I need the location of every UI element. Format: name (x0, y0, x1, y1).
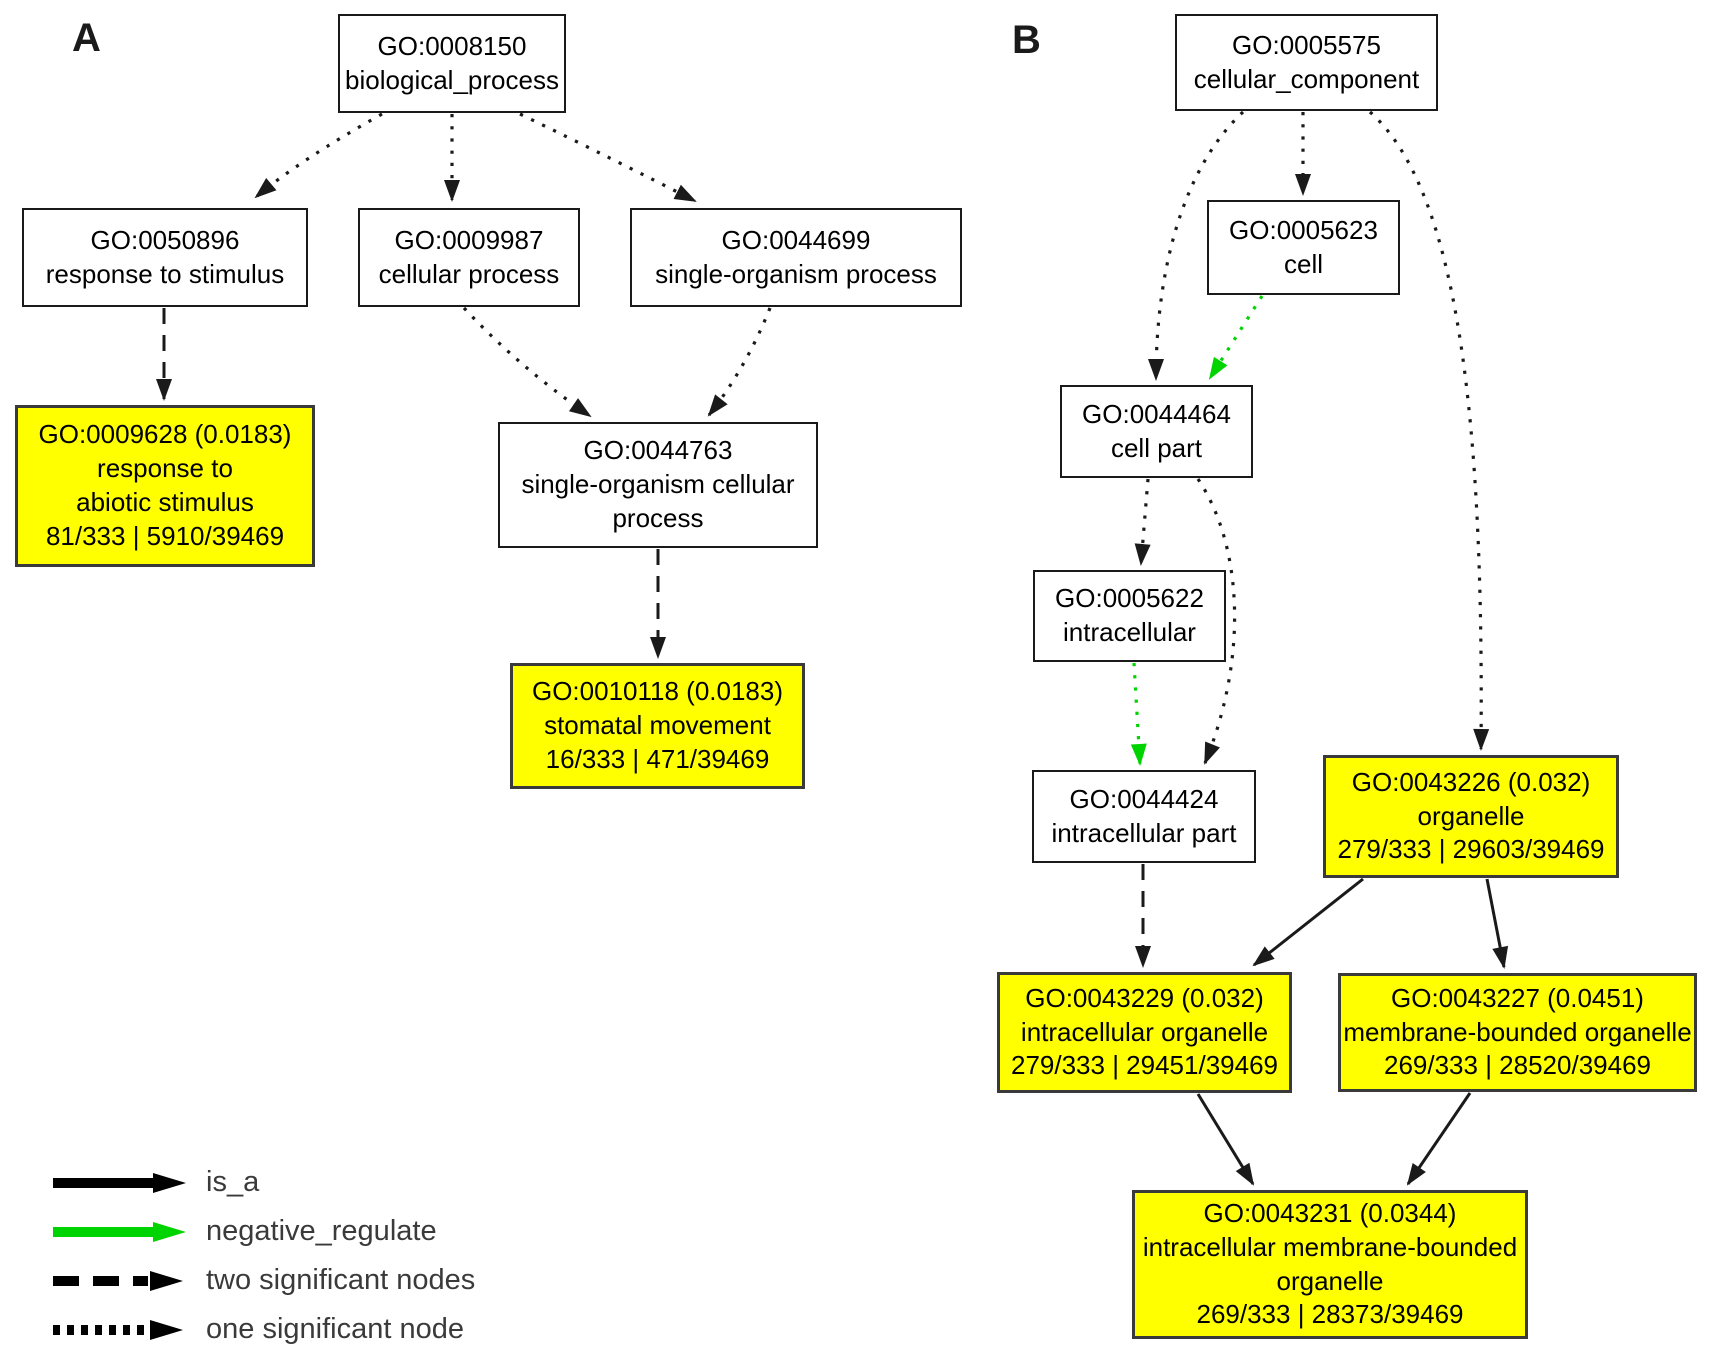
node-go-id: GO:0005575 (1232, 29, 1381, 60)
node-go-id: GO:0008150 (377, 30, 527, 61)
edge-organelle-to-intracellular-organelle (1252, 877, 1364, 967)
node-go-id: GO:0044424 (1069, 783, 1219, 814)
node-go-0043229: GO:0043229 (0.032) intracellular organel… (997, 972, 1292, 1093)
node-stats: 269/333 | 28373/39469 (1196, 1299, 1464, 1330)
node-go-0005575: GO:0005575 cellular_component (1175, 14, 1438, 111)
node-go-id: GO:0005622 (1055, 583, 1204, 614)
node-term-name: membrane-bounded organelle (1343, 1016, 1692, 1047)
node-go-0044763: GO:0044763 single-organism cellular proc… (498, 422, 818, 548)
node-stats: 279/333 | 29603/39469 (1337, 834, 1605, 865)
node-term-name: cell part (1110, 432, 1203, 463)
legend-label: two significant nodes (206, 1264, 476, 1296)
node-stats: 16/333 | 471/39469 (545, 743, 770, 774)
node-go-id: GO:0044763 (583, 435, 733, 466)
node-go-id: GO:0043229 (0.032) (1025, 982, 1264, 1013)
node-term-name: response to abiotic stimulus (76, 453, 254, 517)
legend-label: negative_regulate (206, 1215, 437, 1247)
node-go-0043231: GO:0043231 (0.0344) intracellular membra… (1132, 1190, 1528, 1339)
node-go-0009987: GO:0009987 cellular process (358, 208, 580, 307)
node-go-0005623: GO:0005623 cell (1207, 200, 1400, 295)
node-term-name: response to stimulus (45, 258, 285, 289)
node-go-id: GO:0050896 (90, 224, 240, 255)
node-stats: 269/333 | 28520/39469 (1383, 1050, 1651, 1081)
edge-single-organism-process-to-single-organism-cellular-process (707, 307, 772, 417)
edge-membrane-bounded-organelle-to-intracellular-membrane-bounded-organelle (1406, 1092, 1472, 1186)
node-term-name: biological_process (345, 64, 559, 95)
edge-cellular-component-to-organelle (1368, 110, 1490, 751)
node-go-id: GO:0005623 (1229, 214, 1378, 245)
panel-a-label: A (72, 16, 101, 60)
node-term-name: stomatal movement (544, 710, 771, 741)
node-term-name: cellular process (378, 258, 560, 289)
edge-cellular-component-to-cell-part (1148, 110, 1245, 381)
node-term-name: intracellular (1063, 617, 1196, 647)
node-go-0043226: GO:0043226 (0.032) organelle 279/333 | 2… (1323, 755, 1619, 878)
node-term-name: cell (1283, 248, 1323, 279)
edge-organelle-to-membrane-bounded-organelle (1485, 878, 1509, 969)
node-go-id: GO:0043226 (0.032) (1351, 766, 1591, 797)
node-go-0044424: GO:0044424 intracellular part (1032, 770, 1256, 863)
panel-b-label: B (1012, 18, 1041, 62)
node-go-0008150: GO:0008150 biological_process (338, 14, 566, 113)
node-go-id: GO:0009987 (394, 224, 544, 255)
solid-arrow-icon (53, 1172, 186, 1193)
node-go-id: GO:0044699 (721, 224, 871, 255)
node-stats: 81/333 | 5910/39469 (45, 520, 285, 551)
node-go-id: GO:0043231 (0.0344) (1203, 1197, 1457, 1228)
green-arrow-icon (53, 1221, 186, 1242)
node-go-id: GO:0009628 (0.0183) (38, 419, 292, 450)
node-term-name: intracellular part (1051, 817, 1237, 848)
legend-item-two-significant-nodes: two significant nodes (50, 1256, 475, 1305)
edge-biological-process-to-response-to-stimulus (254, 112, 383, 199)
node-go-0009628: GO:0009628 (0.0183) response to abiotic … (15, 405, 315, 567)
node-go-id: GO:0044464 (1082, 398, 1231, 429)
node-term-name: single-organism cellular process (521, 469, 795, 533)
node-go-0010118: GO:0010118 (0.0183) stomatal movement 16… (510, 663, 805, 789)
legend-item-negative-regulate: negative_regulate (50, 1207, 475, 1256)
node-term-name: organelle (1417, 800, 1525, 831)
legend-label: is_a (206, 1166, 260, 1198)
dashed-arrow-icon (53, 1270, 183, 1291)
node-term-name: single-organism process (655, 258, 937, 289)
legend: is_a negative_regulate two significant n… (50, 1158, 475, 1354)
node-go-0043227: GO:0043227 (0.0451) membrane-bounded org… (1338, 973, 1697, 1092)
node-go-0044464: GO:0044464 cell part (1060, 385, 1253, 478)
edge-cell-part-to-intracellular (1134, 478, 1151, 566)
legend-item-one-significant-node: one significant node (50, 1305, 475, 1354)
edge-cell-part-to-intracellular-part (1196, 478, 1237, 765)
edge-biological-process-to-single-organism-process (519, 112, 697, 203)
node-go-id: GO:0010118 (0.0183) (531, 676, 784, 707)
legend-item-is-a: is_a (50, 1158, 475, 1207)
node-term-name: cellular_component (1193, 63, 1420, 94)
edge-cell-to-cell-part-negative-regulate (1208, 295, 1264, 380)
node-go-id: GO:0043227 (0.0451) (1391, 982, 1644, 1013)
node-term-name: intracellular membrane-bounded organelle (1142, 1231, 1518, 1296)
legend-label: one significant node (206, 1313, 464, 1345)
node-term-name: intracellular organelle (1020, 1016, 1269, 1047)
node-go-0050896: GO:0050896 response to stimulus (22, 208, 308, 307)
edge-intracellular-organelle-to-intracellular-membrane-bounded-organelle (1196, 1093, 1255, 1186)
node-go-0005622: GO:0005622 intracellular (1033, 570, 1226, 662)
node-stats: 279/333 | 29451/39469 (1010, 1050, 1278, 1081)
dotted-arrow-icon (53, 1319, 183, 1340)
edge-intracellular-to-intracellular-part-negative-regulate (1130, 662, 1147, 766)
node-go-0044699: GO:0044699 single-organism process (630, 208, 962, 307)
edge-cellular-process-to-single-organism-cellular-process (462, 306, 592, 418)
